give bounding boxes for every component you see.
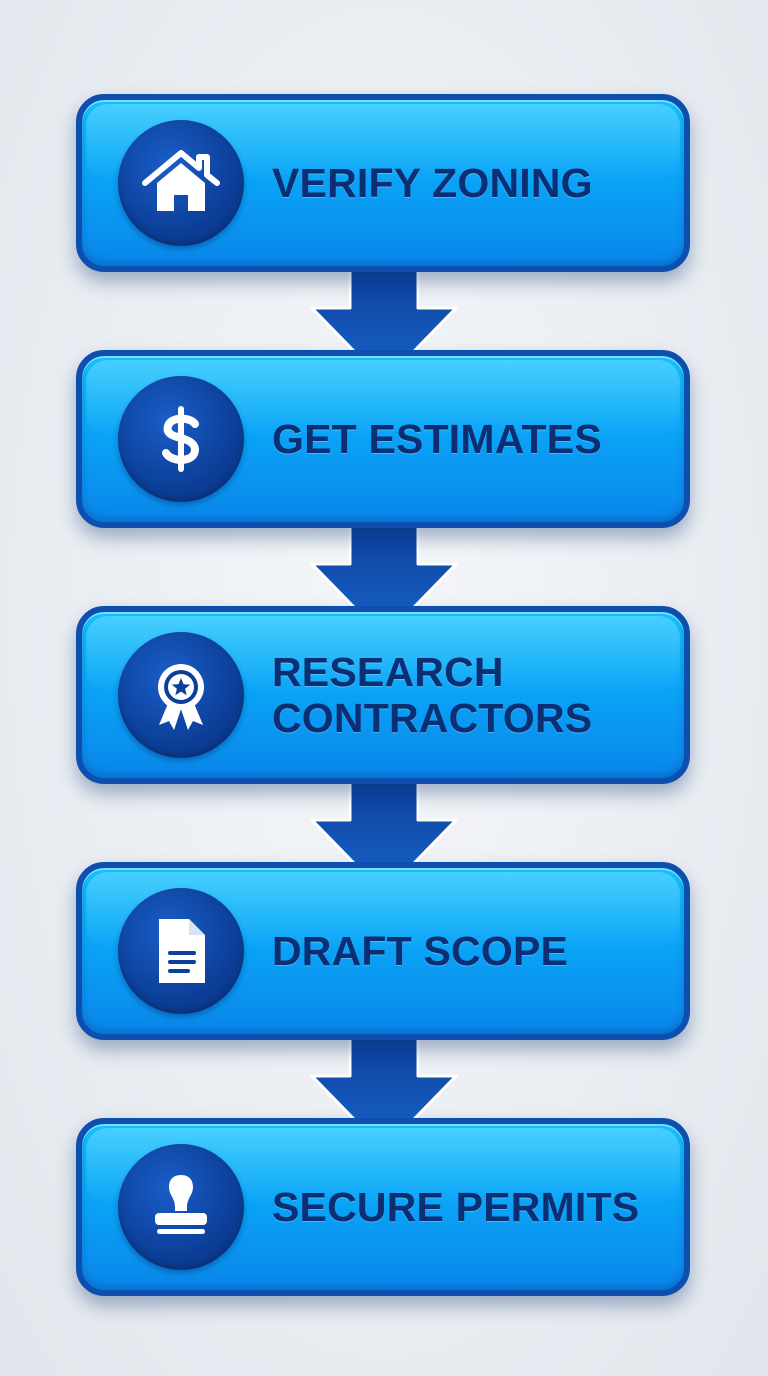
house-icon <box>142 150 220 211</box>
stamp-icon <box>155 1175 207 1234</box>
document-icon <box>159 919 205 983</box>
step-label: RESEARCH CONTRACTORS <box>272 649 593 741</box>
award-badge <box>118 632 244 758</box>
step-label: VERIFY ZONING <box>272 160 593 206</box>
award-ribbon-icon <box>158 664 204 730</box>
step-label: GET ESTIMATES <box>272 416 602 462</box>
step-research-contractors: RESEARCH CONTRACTORS <box>76 606 690 784</box>
dollar-icon <box>162 406 199 472</box>
down-arrow-1 <box>310 266 458 384</box>
step-verify-zoning: VERIFY ZONING <box>76 94 690 272</box>
step-get-estimates: GET ESTIMATES <box>76 350 690 528</box>
down-arrow-2 <box>310 522 458 640</box>
down-arrow-4 <box>310 1034 458 1152</box>
house-badge <box>118 120 244 246</box>
down-arrow-3 <box>310 778 458 896</box>
step-label: DRAFT SCOPE <box>272 928 569 974</box>
step-label: SECURE PERMITS <box>272 1184 640 1230</box>
dollar-badge <box>118 376 244 502</box>
stamp-badge <box>118 1144 244 1270</box>
step-draft-scope: DRAFT SCOPE <box>76 862 690 1040</box>
step-secure-permits: SECURE PERMITS <box>76 1118 690 1296</box>
document-badge <box>118 888 244 1014</box>
